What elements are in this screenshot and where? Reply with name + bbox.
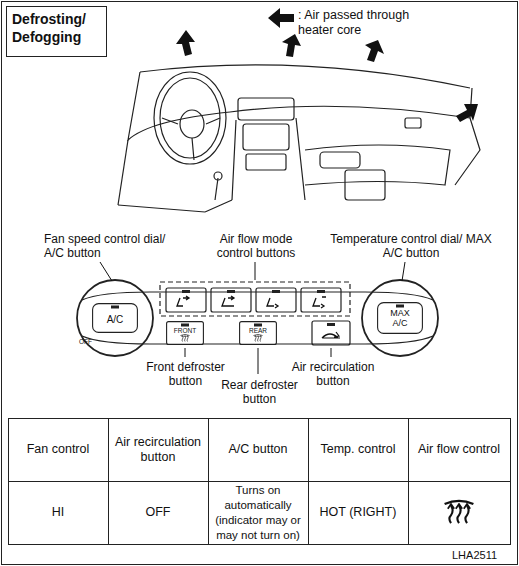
- callout-label: Air flow mode control buttons: [200, 232, 312, 260]
- table-header: A/C button: [212, 420, 304, 479]
- callout-label: Rear defroster button: [212, 378, 307, 406]
- legend-text: : Air passed through heater core: [298, 8, 438, 38]
- button-text: A/C: [107, 314, 124, 325]
- button-text: REAR: [249, 327, 267, 334]
- table-cell: Turns on automatically (indicator may or…: [212, 483, 304, 542]
- temp-dial-button: MAX A/C: [377, 302, 423, 334]
- callout-label: Temperature control dial/ MAX A/C button: [326, 232, 496, 260]
- callout-label: Front defroster button: [138, 360, 233, 388]
- callout-label: Air recirculation button: [288, 360, 378, 388]
- table-header: Air recirculation button: [112, 420, 204, 479]
- table-header: Air flow control: [412, 420, 506, 479]
- diagram-title: Defrosting/ Defogging: [12, 10, 102, 46]
- rear-defroster-button: REAR: [239, 321, 277, 345]
- table-header: Fan control: [12, 420, 104, 479]
- dial-marking: OFF: [79, 338, 92, 345]
- table-cell: HI: [12, 483, 104, 542]
- table-cell: HOT (RIGHT): [312, 483, 404, 542]
- figure-code: LHA2511: [452, 548, 514, 562]
- table-cell: OFF: [112, 483, 204, 542]
- fan-dial-button: A/C: [92, 303, 138, 333]
- table-header: Temp. control: [312, 420, 404, 479]
- front-defroster-button: FRONT: [166, 321, 204, 345]
- button-text: MAX A/C: [385, 309, 415, 329]
- button-text: FRONT: [174, 327, 196, 334]
- callout-label: Fan speed control dial/ A/C button: [44, 232, 184, 260]
